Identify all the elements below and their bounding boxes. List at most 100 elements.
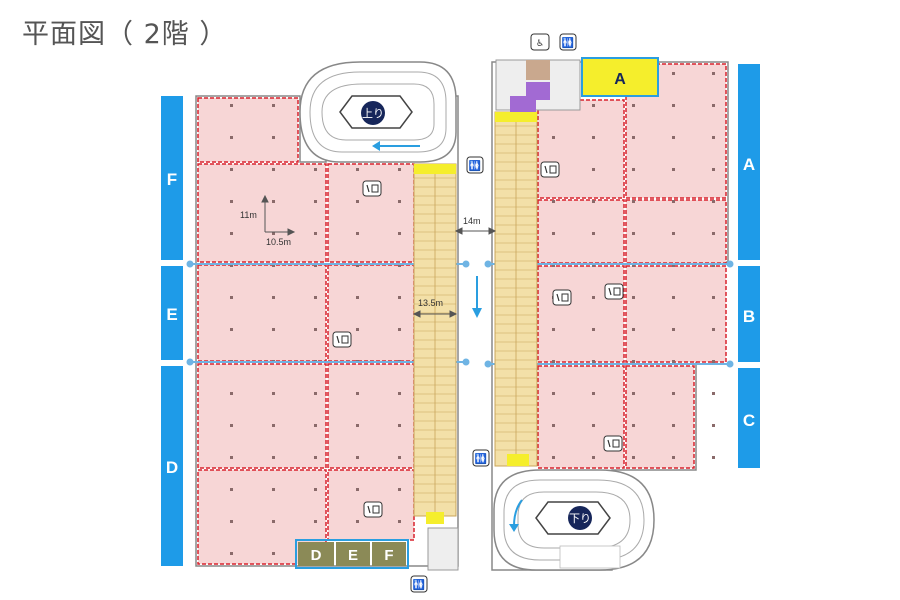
column-dot <box>672 424 675 427</box>
svg-text:♿: ♿ <box>536 39 544 49</box>
column-dot <box>230 264 233 267</box>
side-bar-f <box>161 96 183 260</box>
column-dot <box>552 456 555 459</box>
dimension-ramp-width: 13.5m <box>418 298 443 308</box>
column-dot <box>272 392 275 395</box>
column-dot <box>632 296 635 299</box>
ev-icon <box>552 289 572 306</box>
side-label-c: C <box>743 411 755 430</box>
column-dot <box>712 264 715 267</box>
tenant-cell <box>197 97 299 163</box>
tenant-cell <box>625 365 695 469</box>
column-dot <box>314 424 317 427</box>
direction-arrow-icon <box>472 276 482 318</box>
zone-a-top <box>581 57 659 97</box>
column-dot <box>712 392 715 395</box>
column-dot <box>632 104 635 107</box>
column-dot <box>592 232 595 235</box>
dimension-span-height: 11m <box>240 210 257 220</box>
side-bar-b <box>738 266 760 362</box>
column-dot <box>272 296 275 299</box>
purple-room <box>526 82 550 100</box>
wc-icon: 🚻 <box>472 449 490 467</box>
column-dot <box>230 136 233 139</box>
column-dot <box>314 200 317 203</box>
column-dot <box>356 488 359 491</box>
column-dot <box>230 392 233 395</box>
bottom-zone-label: E <box>348 547 358 564</box>
column-dot <box>272 200 275 203</box>
tenant-cell <box>537 199 625 264</box>
column-dot <box>398 488 401 491</box>
service-core <box>427 527 459 571</box>
column-dot <box>552 232 555 235</box>
up-ramp-badge <box>361 101 385 125</box>
left-parking-strip <box>413 163 457 524</box>
svg-text:🚻: 🚻 <box>562 36 574 49</box>
column-dot <box>632 328 635 331</box>
column-dot <box>712 328 715 331</box>
left-side-labels <box>161 96 183 566</box>
column-dot <box>314 264 317 267</box>
page-title: 平面図（ 2階 ） <box>22 19 228 50</box>
ev-icon <box>604 283 624 300</box>
column-dot <box>356 328 359 331</box>
tenant-cell <box>197 264 327 362</box>
column-dot <box>314 488 317 491</box>
column-dot <box>230 456 233 459</box>
side-label-b: B <box>743 307 755 326</box>
column-dot <box>398 520 401 523</box>
side-bar-a <box>738 64 760 260</box>
side-label-e: E <box>166 305 177 324</box>
column-dot <box>314 232 317 235</box>
column-dot <box>230 520 233 523</box>
column-dot <box>672 200 675 203</box>
column-dot <box>672 392 675 395</box>
down-ramp-label: 下り <box>569 512 591 525</box>
column-dot <box>592 424 595 427</box>
column-dot <box>592 392 595 395</box>
column-dot <box>672 104 675 107</box>
column-dot <box>398 328 401 331</box>
wc-icon: 🚻 <box>466 156 484 174</box>
column-dot <box>356 264 359 267</box>
column-dot <box>272 104 275 107</box>
column-dot <box>712 72 715 75</box>
side-bar-e <box>161 266 183 360</box>
column-dot <box>230 328 233 331</box>
column-dot <box>230 424 233 427</box>
column-dot <box>712 168 715 171</box>
column-dot <box>272 488 275 491</box>
tenant-cell <box>327 363 415 469</box>
column-dot <box>272 328 275 331</box>
elevator-icon: ♿ <box>530 33 550 51</box>
tenant-cell <box>537 265 625 363</box>
column-dot <box>230 200 233 203</box>
column-dot <box>672 136 675 139</box>
column-dot <box>552 264 555 267</box>
ev-icon <box>362 180 382 197</box>
column-dot <box>398 392 401 395</box>
right-parking-strip <box>494 111 538 467</box>
column-dot <box>632 200 635 203</box>
column-dot <box>632 264 635 267</box>
column-dot <box>592 360 595 363</box>
column-dot <box>272 232 275 235</box>
column-dot <box>592 296 595 299</box>
wc-icon: 🚻 <box>410 575 428 593</box>
column-dot <box>712 104 715 107</box>
column-dot <box>356 520 359 523</box>
side-label-d: D <box>166 458 178 477</box>
column-dot <box>592 168 595 171</box>
column-dot <box>356 200 359 203</box>
purple-room <box>510 96 536 112</box>
bottom-zone-label: D <box>311 547 322 564</box>
wc-icon: 🚻 <box>559 33 577 51</box>
column-dot <box>356 168 359 171</box>
column-dot <box>552 392 555 395</box>
column-dot <box>672 328 675 331</box>
column-dot <box>272 264 275 267</box>
side-bar-d <box>161 366 183 566</box>
dimension-span-width: 10.5m <box>266 237 291 247</box>
